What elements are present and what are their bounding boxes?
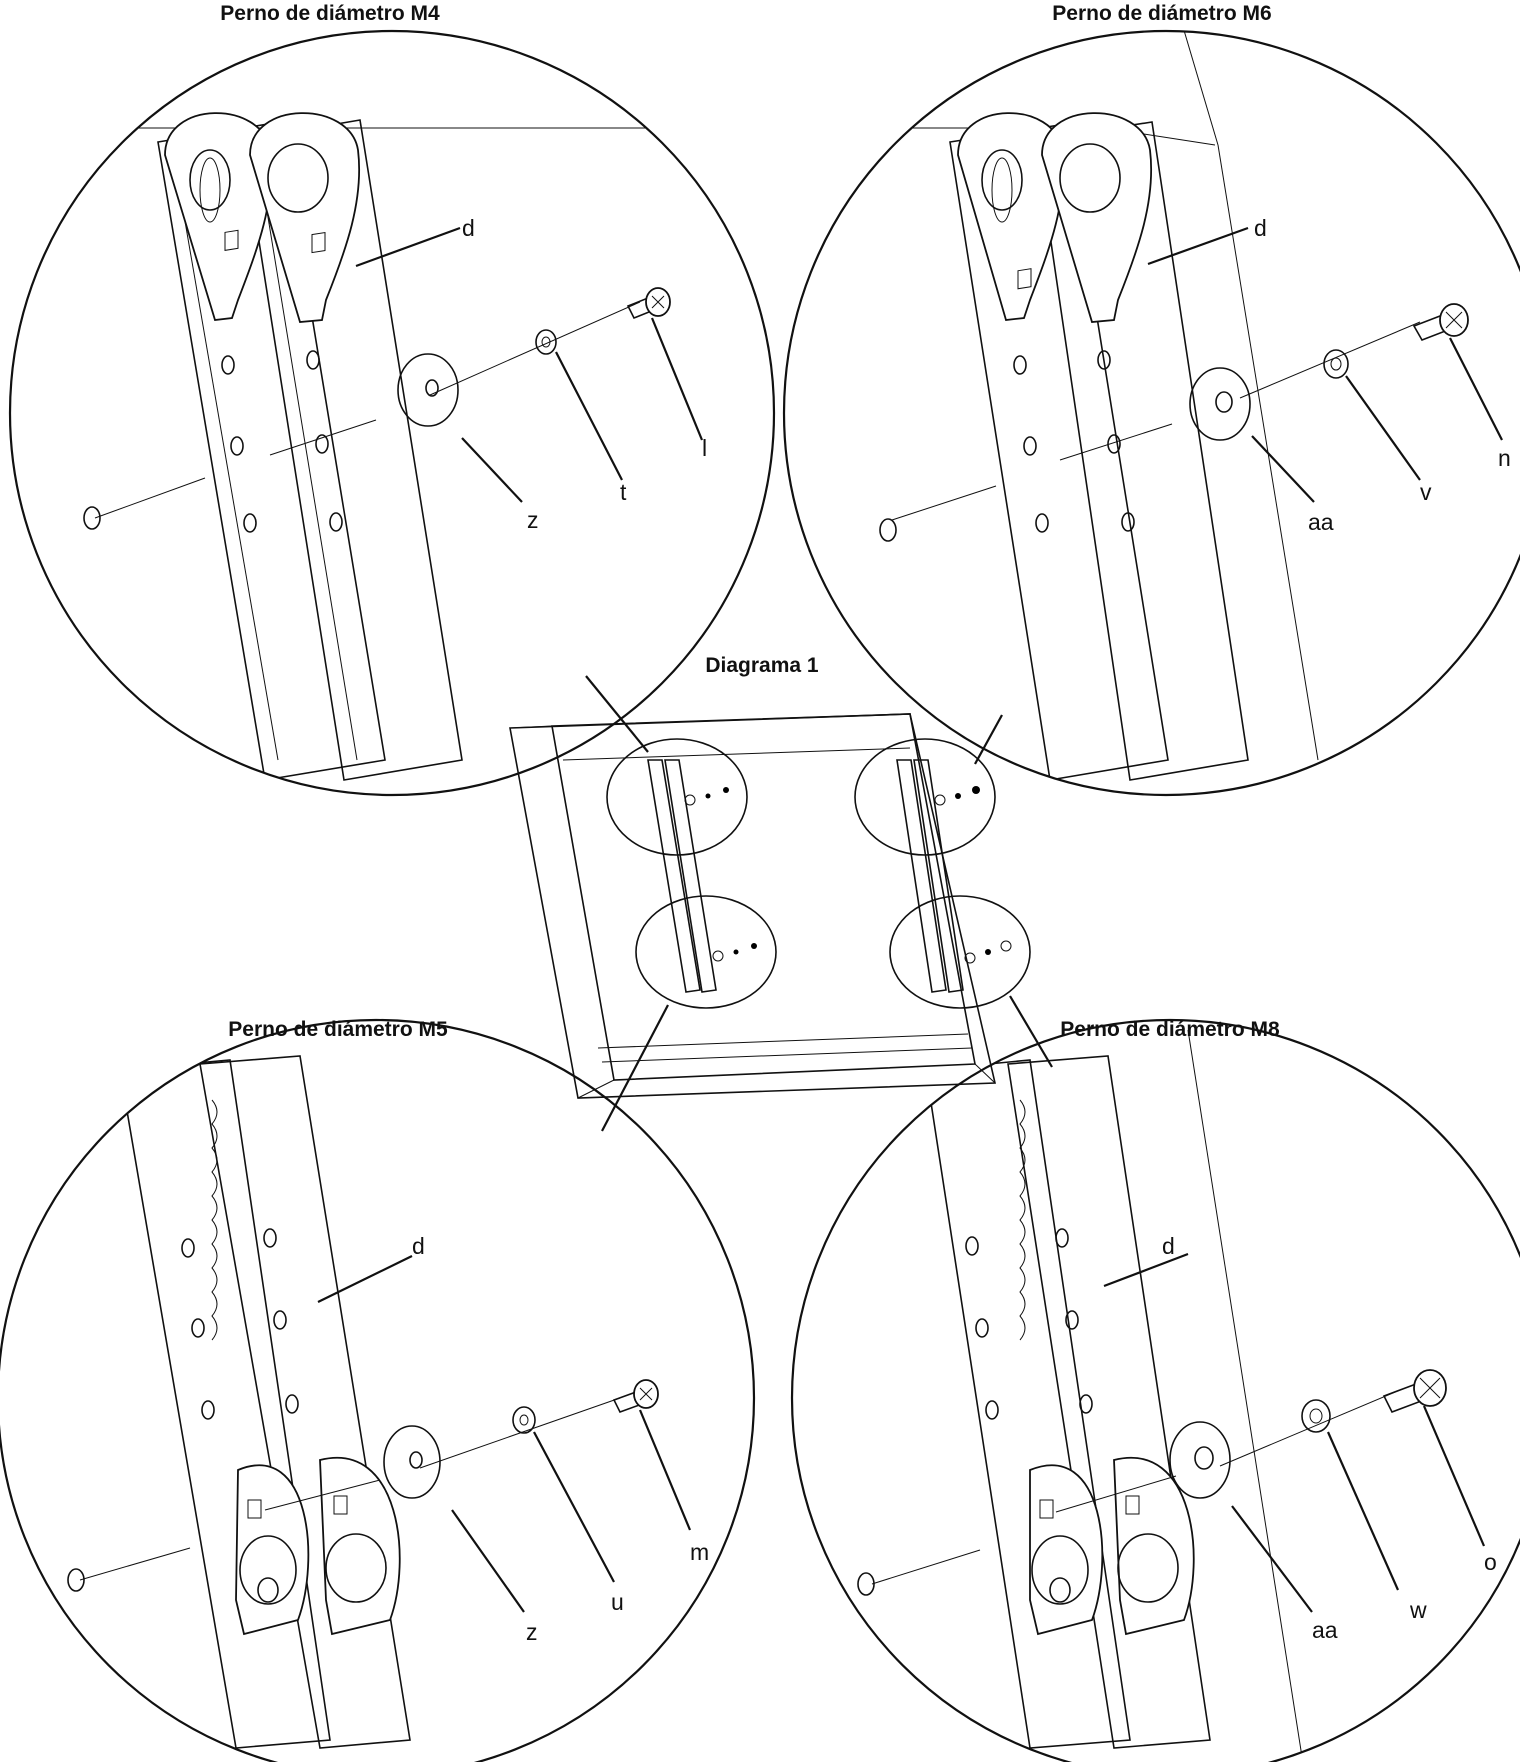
title-m6: Perno de diámetro M6 bbox=[1052, 2, 1272, 25]
label-aa: aa bbox=[1308, 509, 1334, 535]
label-t: t bbox=[620, 479, 627, 505]
label-m: m bbox=[690, 1539, 709, 1565]
detail-m8: d aa w o bbox=[791, 1019, 1520, 1762]
label-o: o bbox=[1484, 1549, 1497, 1575]
label-z: z bbox=[526, 1619, 538, 1645]
label-aa: aa bbox=[1312, 1617, 1338, 1643]
label-w: w bbox=[1409, 1597, 1427, 1623]
center-panel bbox=[509, 675, 1053, 1132]
label-l: l bbox=[702, 435, 707, 461]
label-z: z bbox=[527, 507, 539, 533]
label-d: d bbox=[1162, 1233, 1175, 1259]
detail-m6: d aa v n bbox=[783, 30, 1520, 796]
title-diagram: Diagrama 1 bbox=[705, 654, 819, 677]
detail-m5: d z u m bbox=[0, 1019, 755, 1762]
label-d: d bbox=[412, 1233, 425, 1259]
title-m5: Perno de diámetro M5 bbox=[228, 1018, 448, 1041]
label-v: v bbox=[1420, 479, 1432, 505]
label-n: n bbox=[1498, 445, 1511, 471]
label-d: d bbox=[1254, 215, 1267, 241]
title-m4: Perno de diámetro M4 bbox=[220, 2, 440, 25]
label-u: u bbox=[611, 1589, 624, 1615]
label-d: d bbox=[462, 215, 475, 241]
detail-m4: d z t l bbox=[8, 29, 776, 797]
